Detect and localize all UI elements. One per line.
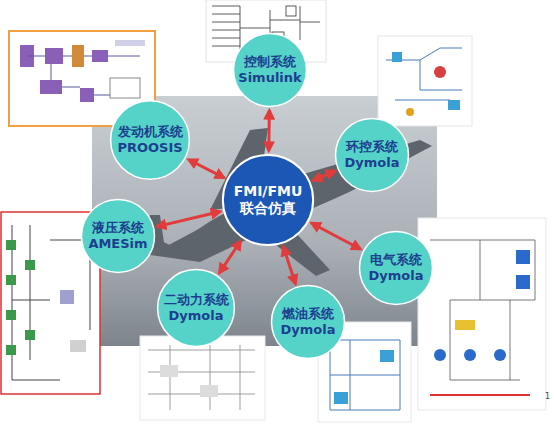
node-title: FMI/FMU [234,183,303,200]
node-subtitle: Dymola [169,308,224,324]
node-title: 发动机系统 [118,124,183,140]
system-circle: 电气系统Dymola [358,230,434,306]
photo-backdrop [92,96,437,346]
double-arrow [313,171,335,181]
page-number: 1 [545,392,550,401]
hub-circle: FMI/FMU联合仿真 [221,153,315,247]
double-arrow [157,211,220,226]
node-subtitle: PROOSIS [117,140,182,156]
apu-model-thumbnail [140,336,265,420]
system-circle: 环控系统Dymola [334,117,410,193]
system-circle: 发动机系统PROOSIS [109,99,191,181]
node-subtitle: Simulink [238,70,301,86]
node-title: 电气系统 [370,252,422,268]
double-arrow [188,159,224,177]
node-subtitle: AMESim [88,236,147,252]
double-arrow [311,223,360,249]
node-title: 二动力系统 [164,292,229,308]
node-subtitle: Dymola [369,268,424,284]
system-circle: 液压系统AMESim [80,198,156,274]
node-title: 环控系统 [346,139,398,155]
electric-model-thumbnail [418,218,546,410]
double-arrow [267,110,271,151]
double-arrow [219,241,241,273]
double-arrow [283,247,295,284]
ecs-model-thumbnail [378,36,472,126]
system-circle: 控制系统Simulink [232,32,308,108]
system-circle: 二动力系统Dymola [156,268,236,348]
node-title: 控制系统 [244,54,296,70]
node-subtitle: Dymola [281,322,336,338]
node-title: 燃油系统 [282,306,334,322]
node-subtitle: Dymola [345,155,400,171]
node-subtitle: 联合仿真 [240,200,296,217]
node-title: 液压系统 [92,220,144,236]
system-circle: 燃油系统Dymola [270,284,346,360]
